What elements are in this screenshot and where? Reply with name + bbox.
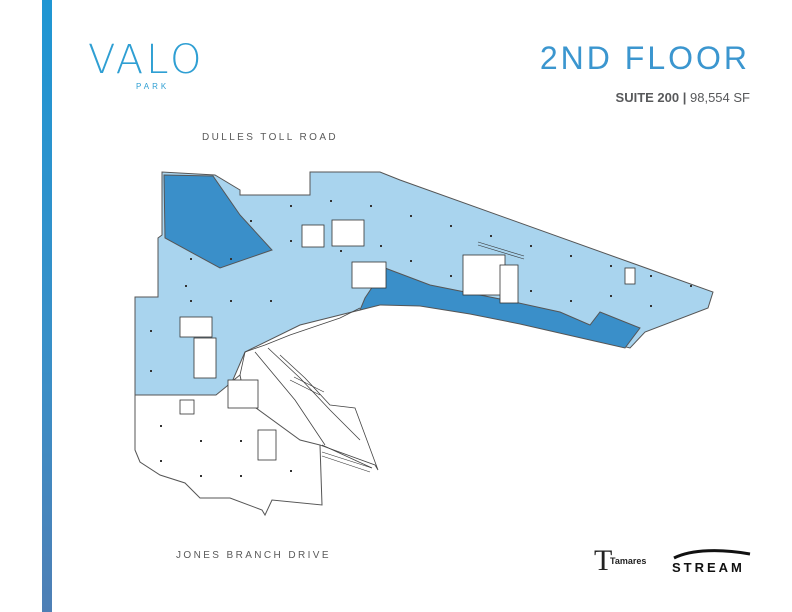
stream-logo: STREAM [672,548,752,576]
suite-area: 98,554 SF [690,90,750,105]
stream-wordmark: STREAM [672,560,745,575]
plan-columns [150,200,692,477]
plan-corridor-lines [239,307,379,471]
stream-wave-icon [673,549,751,560]
floor-title: 2ND FLOOR [539,40,750,76]
plan-atrium-void [163,174,273,269]
plan-atrium-diagonal [359,267,641,349]
road-label-south: JONES BRANCH DRIVE [176,550,331,561]
plan-stairs [289,241,525,473]
logo-subtitle: PARK [136,82,170,91]
tamares-wordmark: Tamares [610,556,647,566]
suite-info: SUITE 200 | 98,554 SF [616,90,750,105]
suite-label: SUITE 200 | [615,90,687,105]
accent-sidebar [42,0,52,612]
road-label-north: DULLES TOLL ROAD [202,132,339,143]
valo-park-logo: VALO PARK [88,36,208,96]
plan-cores [179,219,636,461]
logo-wordmark: VALO [88,37,205,83]
tamares-mark: T [594,544,613,577]
tamares-logo: T Tamares [594,546,664,576]
